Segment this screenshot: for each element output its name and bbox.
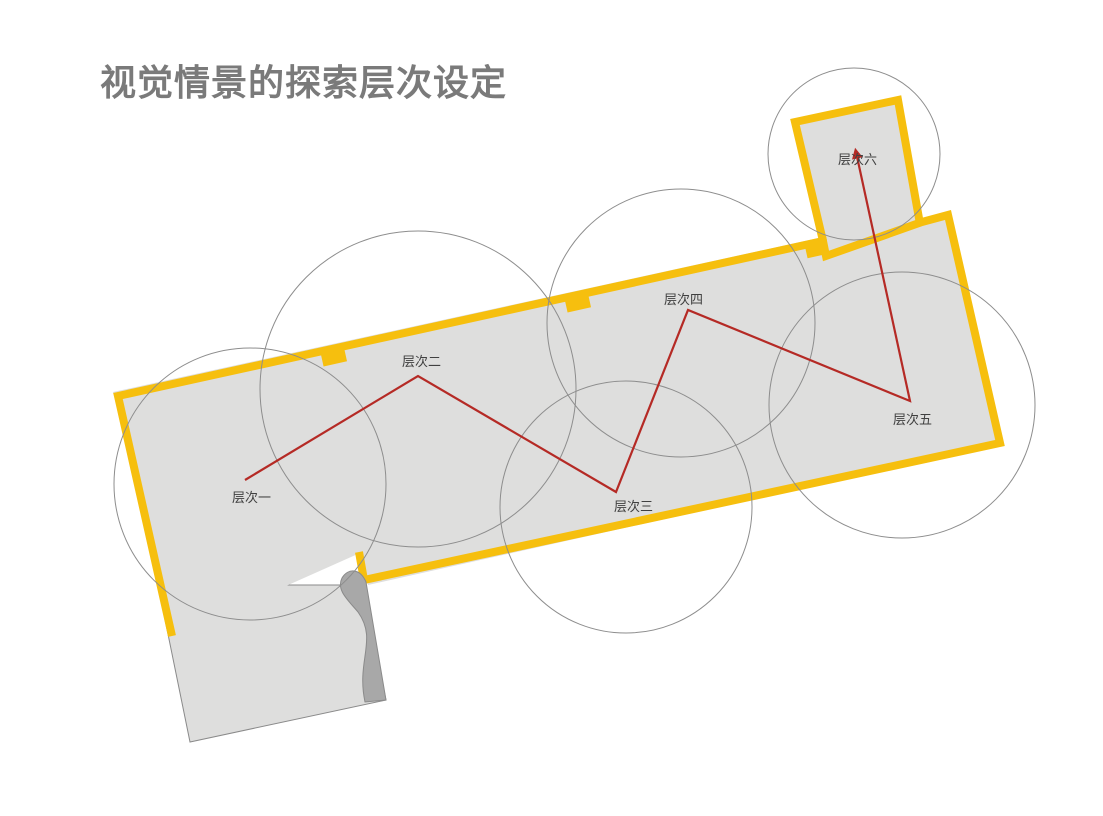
entrance-curved-wall bbox=[340, 570, 387, 703]
level-two-circle bbox=[259, 230, 577, 548]
level-one-label: 层次一 bbox=[232, 490, 271, 506]
level-five-circle bbox=[768, 271, 1036, 539]
level-labels: 层次一 层次二 层次三 层次四 层次五 层次六 bbox=[232, 152, 932, 515]
level-two-label: 层次二 bbox=[402, 354, 441, 370]
floor-plan bbox=[113, 95, 1005, 743]
page-title: 视觉情景的探索层次设定 bbox=[100, 63, 508, 104]
tower-wall bbox=[790, 95, 924, 242]
level-three-circle bbox=[499, 380, 753, 634]
main-gallery-floor bbox=[113, 211, 1002, 636]
level-six-label: 层次六 bbox=[838, 152, 877, 168]
level-six-circle bbox=[767, 67, 941, 241]
wall-pilaster bbox=[804, 241, 830, 259]
exploration-path bbox=[244, 147, 912, 494]
level-five-label: 层次五 bbox=[893, 412, 932, 428]
level-four-circle bbox=[546, 188, 816, 458]
level-three-label: 层次三 bbox=[614, 499, 653, 515]
level-circles bbox=[113, 67, 1036, 634]
level-one-circle bbox=[113, 347, 387, 621]
wall-pilaster bbox=[564, 295, 592, 313]
tower-room-floor bbox=[792, 97, 920, 257]
wall-pilaster bbox=[320, 349, 348, 367]
level-four-label: 层次四 bbox=[664, 292, 703, 308]
